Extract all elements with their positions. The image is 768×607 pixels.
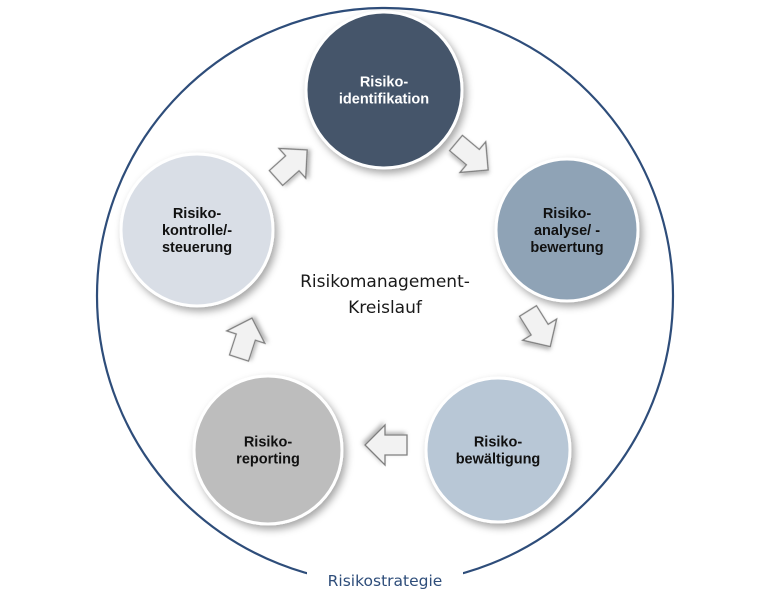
node-circle-bewaeltigung — [424, 376, 572, 524]
node-bewaeltigung: Risiko-bewältigung — [424, 376, 572, 524]
node-analyse: Risiko-analyse/ -bewertung — [494, 157, 640, 303]
node-circle-identifikation — [304, 10, 464, 170]
node-kontrolle: Risiko-kontrolle/-steuerung — [119, 152, 275, 308]
node-circle-analyse — [494, 157, 640, 303]
center-label-line-2: Kreislauf — [348, 298, 423, 318]
node-circle-reporting — [192, 374, 344, 526]
node-label-bewaeltigung-line-2: bewältigung — [456, 452, 541, 468]
arrow-analyse-to-bewaeltigung — [518, 304, 558, 348]
node-label-kontrolle-line-3: steuerung — [162, 240, 232, 256]
node-label-reporting-line-2: reporting — [236, 452, 300, 468]
node-label-analyse-line-1: Risiko- — [543, 206, 592, 222]
node-label-identifikation-line-1: Risiko- — [360, 75, 409, 91]
node-label-bewaeltigung-line-1: Risiko- — [474, 435, 523, 451]
node-label-analyse-line-2: analyse/ - — [534, 223, 600, 239]
node-identifikation: Risiko-identifikation — [304, 10, 464, 170]
arrow-identifikation-to-analyse — [448, 134, 489, 174]
arrow-reporting-to-kontrolle — [225, 317, 267, 362]
node-reporting: Risiko-reporting — [192, 374, 344, 526]
node-circle-kontrolle — [119, 152, 275, 308]
node-label-kontrolle-line-1: Risiko- — [173, 206, 222, 222]
node-label-analyse-line-3: bewertung — [530, 240, 603, 256]
outer-label: Risikostrategie — [328, 572, 443, 590]
outer-label-gap — [307, 566, 463, 594]
node-label-reporting-line-1: Risiko- — [244, 435, 293, 451]
center-label-line-1: Risikomanagement- — [300, 272, 470, 292]
arrow-kontrolle-to-identifikation — [268, 147, 308, 187]
arrows-layer — [225, 134, 558, 467]
arrow-bewaeltigung-to-reporting — [364, 423, 408, 467]
node-label-kontrolle-line-2: kontrolle/- — [162, 223, 232, 239]
node-label-identifikation-line-2: identifikation — [339, 92, 429, 108]
